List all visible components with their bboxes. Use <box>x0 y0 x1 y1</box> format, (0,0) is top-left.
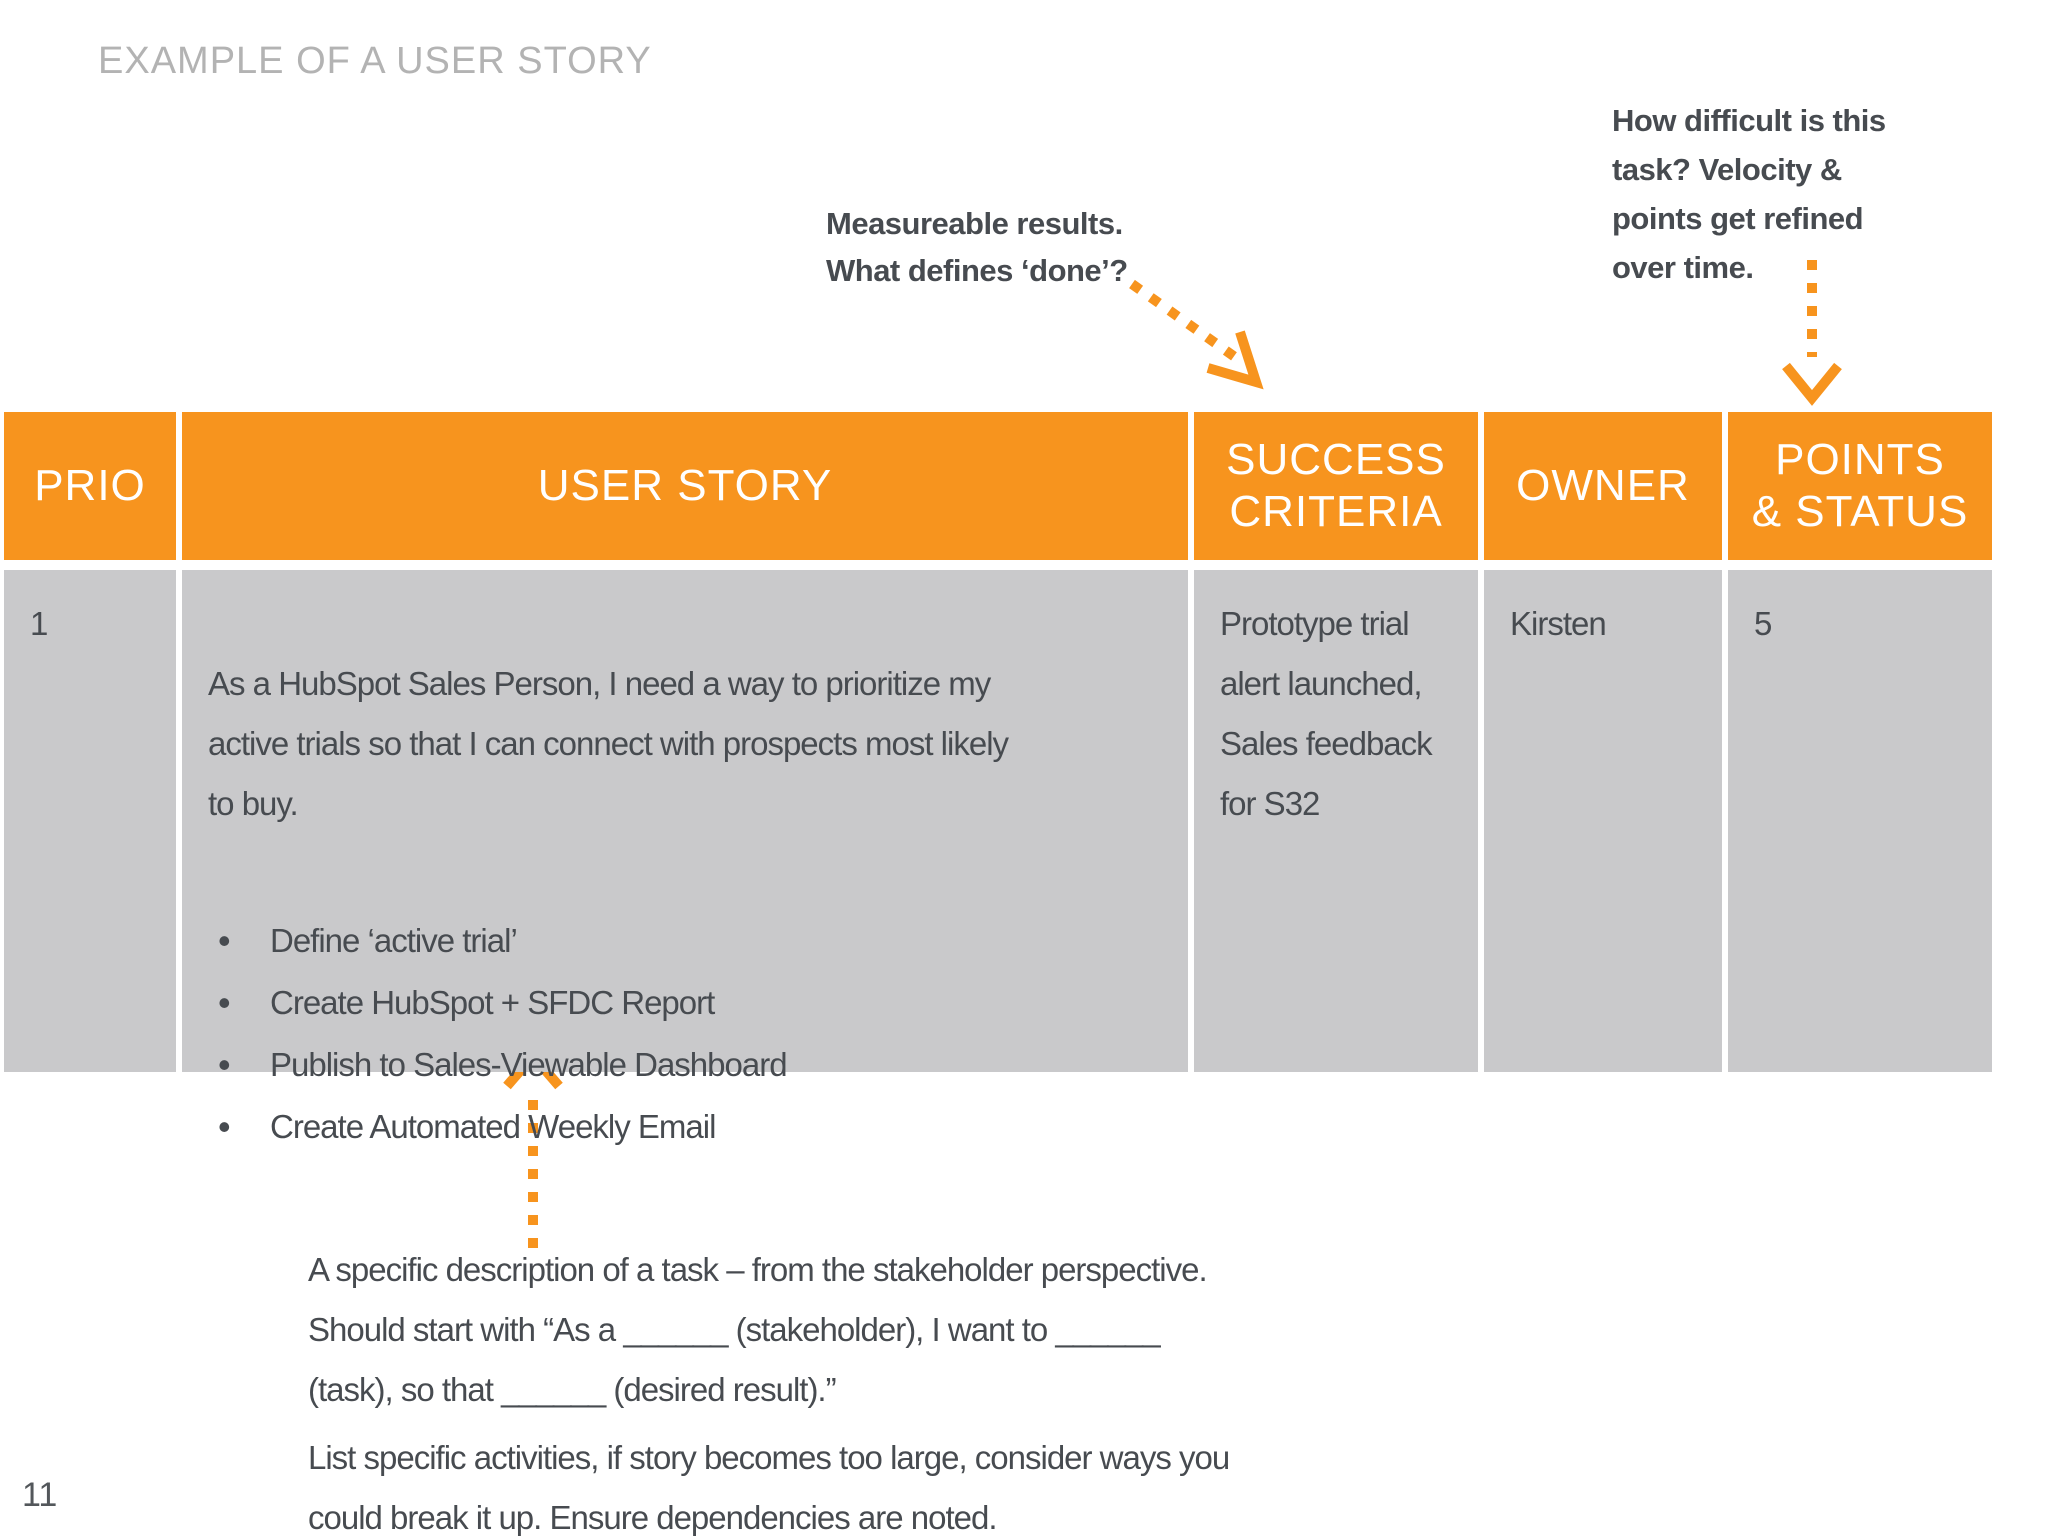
slide-title: EXAMPLE OF A USER STORY <box>98 40 652 82</box>
cell-owner: Kirsten <box>1484 570 1722 1072</box>
page-number: 11 <box>22 1476 58 1514</box>
user-story-bullet-item: Create HubSpot + SFDC Report <box>208 972 1170 1034</box>
header-cell-owner: OWNER <box>1484 412 1722 560</box>
user-story-text: As a HubSpot Sales Person, I need a way … <box>208 665 1009 822</box>
cell-user-story: As a HubSpot Sales Person, I need a way … <box>182 570 1188 1158</box>
user-story-bullet-item: Publish to Sales-Viewable Dashboard <box>208 1034 1170 1096</box>
arrow-down-right-icon <box>1129 279 1264 390</box>
user-story-callout-activities: List specific activities, if story becom… <box>308 1439 1230 1536</box>
user-story-callout-definition: A specific description of a task – from … <box>308 1251 1208 1408</box>
user-story-bullet-list: Define ‘active trial’Create HubSpot + SF… <box>208 910 1170 1158</box>
cell-points-status: 5 <box>1728 570 1992 1072</box>
user-story-bullet-item: Create Automated Weekly Email <box>208 1096 1170 1158</box>
arrow-down-icon <box>1782 260 1842 406</box>
points-status-callout: How difficult is this task? Velocity & p… <box>1612 103 1886 285</box>
header-cell-prio: PRIO <box>4 412 176 560</box>
success-criteria-callout: Measureable results. What defines ‘done’… <box>826 206 1128 288</box>
header-cell-user-story: USER STORY <box>182 412 1188 560</box>
header-cell-points-status: POINTS & STATUS <box>1728 412 1992 560</box>
user-story-bullet-item: Define ‘active trial’ <box>208 910 1170 972</box>
cell-prio: 1 <box>4 570 176 1072</box>
cell-success-criteria: Prototype trial alert launched, Sales fe… <box>1194 570 1478 1072</box>
header-cell-success-criteria: SUCCESS CRITERIA <box>1194 412 1478 560</box>
